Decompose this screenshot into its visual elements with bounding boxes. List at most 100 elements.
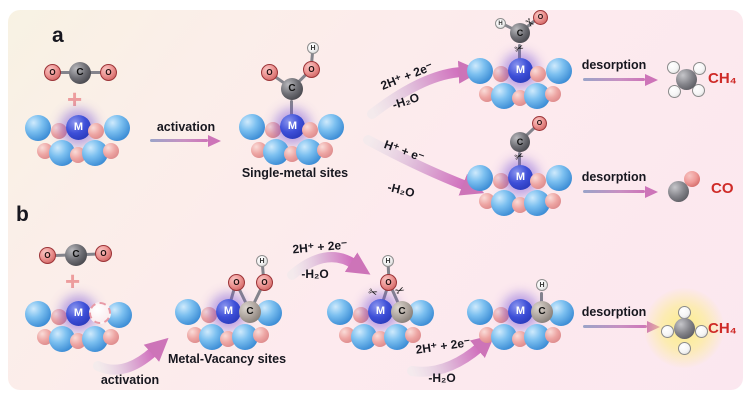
surface-pink-atom — [317, 142, 333, 158]
activation-label: activation — [100, 373, 160, 387]
surface-pink-atom — [88, 123, 104, 139]
oxygen-atom: O — [39, 247, 56, 264]
oxygen-atom: O — [95, 245, 112, 262]
metal-cluster: M — [25, 114, 130, 166]
hydrogen-atom — [661, 325, 674, 338]
hydrogen-atom: H — [382, 255, 394, 267]
carbon-atom — [674, 318, 695, 339]
oxygen-atom: O — [261, 64, 278, 81]
metal-site-atom: M — [280, 114, 305, 139]
desorption-arrow — [583, 73, 658, 86]
surface-pink-atom — [253, 327, 269, 343]
surface-pink-atom — [545, 327, 561, 343]
surface-pink-atom — [545, 193, 561, 209]
oxygen-atom: O — [228, 274, 245, 291]
metal-site-atom: M — [508, 299, 533, 324]
surface-pink-atom — [405, 327, 421, 343]
surface-blue-atom — [467, 58, 493, 84]
oxygen-atom: O — [380, 274, 397, 291]
metal-cluster: M — [467, 57, 572, 109]
surface-pink-atom — [493, 307, 509, 323]
metal-site-atom: M — [368, 299, 393, 324]
metal-carbon-bond — [518, 44, 521, 60]
metal-cluster: M — [239, 113, 344, 165]
surface-pink-atom — [51, 123, 67, 139]
surface-blue-atom — [327, 299, 353, 325]
water-loss-label: -H₂O — [428, 371, 456, 385]
metal-carbon-cluster: M C — [175, 298, 282, 350]
surface-pink-atom — [353, 307, 369, 323]
surface-pink-atom — [493, 173, 509, 189]
hydrogen-atom — [695, 325, 708, 338]
vacancy-site — [89, 302, 111, 324]
metal-carbon-cluster: M C — [467, 298, 574, 350]
co2-bond — [86, 71, 102, 74]
surface-blue-atom — [25, 301, 51, 327]
hydrogen-atom — [693, 62, 706, 75]
surface-pink-atom — [530, 173, 546, 189]
metal-carbon-bond — [290, 100, 293, 116]
metal-site-atom: M — [66, 115, 91, 140]
carbon-site-atom: C — [391, 301, 413, 323]
surface-blue-atom — [25, 115, 51, 141]
hydrogen-atom: H — [495, 18, 506, 29]
surface-blue-atom — [546, 58, 572, 84]
co-product-label: CO — [711, 180, 734, 197]
oxygen-atom: O — [303, 61, 320, 78]
surface-pink-atom — [103, 329, 119, 345]
hydrogen-atom: H — [256, 255, 268, 267]
metal-carbon-cluster: M C — [327, 298, 434, 350]
ch4-product-label: CH₄ — [708, 320, 737, 337]
surface-pink-atom — [103, 143, 119, 159]
metal-vacancy-sites-label: Metal-Vacancy sites — [167, 352, 287, 366]
desorption-label: desorption — [581, 58, 647, 72]
metal-cluster: M — [467, 164, 572, 216]
desorption-arrow — [583, 185, 658, 198]
plus-icon: + — [65, 266, 81, 296]
carbon-atom: C — [281, 78, 303, 100]
carbon-atom — [668, 181, 689, 202]
carbon-atom: C — [69, 62, 91, 84]
surface-blue-atom — [239, 114, 265, 140]
oxygen-atom: O — [100, 64, 117, 81]
desorption-label: desorption — [581, 170, 647, 184]
surface-pink-atom — [493, 66, 509, 82]
hydrogen-atom: H — [307, 42, 319, 54]
surface-blue-atom — [175, 299, 201, 325]
surface-blue-atom — [104, 115, 130, 141]
metal-site-atom: M — [216, 299, 241, 324]
hydrogen-atom — [668, 85, 681, 98]
activation-arrow — [150, 134, 221, 147]
desorption-label: desorption — [581, 305, 647, 319]
panel-a-label: a — [52, 24, 64, 47]
hydrogen-atom — [667, 61, 680, 74]
plus-icon: + — [67, 84, 83, 114]
metal-site-atom: M — [508, 165, 533, 190]
metal-carbon-bond — [518, 152, 521, 168]
surface-pink-atom — [51, 309, 67, 325]
surface-pink-atom — [265, 122, 281, 138]
surface-pink-atom — [201, 307, 217, 323]
desorption-arrow — [583, 320, 660, 333]
surface-blue-atom — [546, 165, 572, 191]
oxygen-atom: O — [532, 116, 547, 131]
water-loss-label: -H₂O — [301, 267, 329, 281]
surface-blue-atom — [467, 165, 493, 191]
hydrogen-atom — [692, 84, 705, 97]
surface-pink-atom — [545, 86, 561, 102]
surface-pink-atom — [302, 122, 318, 138]
carbon-site-atom: C — [239, 301, 261, 323]
ch4-product-label: CH₄ — [708, 70, 737, 87]
single-metal-sites-label: Single-metal sites — [241, 166, 349, 180]
metal-site-atom: M — [66, 301, 91, 326]
carbon-atom: C — [65, 244, 87, 266]
oxygen-atom — [684, 171, 700, 187]
oxygen-atom: O — [533, 10, 548, 25]
metal-site-atom: M — [508, 58, 533, 83]
hydrogen-atom — [678, 342, 691, 355]
co2-bond — [58, 71, 74, 74]
carbon-hydrogen-bond — [540, 292, 543, 306]
oxygen-atom: O — [256, 274, 273, 291]
hydrogen-atom: H — [536, 279, 548, 291]
